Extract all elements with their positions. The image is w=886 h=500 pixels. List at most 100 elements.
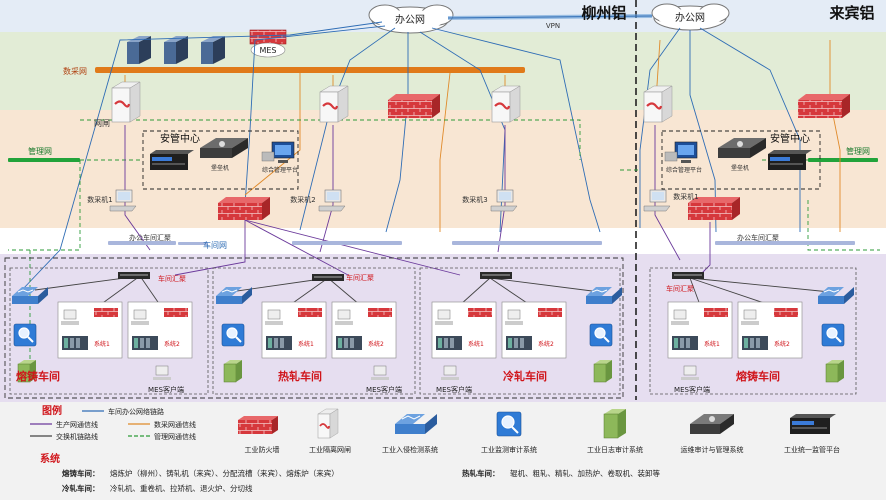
mes-server[interactable]: MES (249, 29, 287, 58)
legend-firewall-icon (238, 416, 278, 434)
console-label: 综合管理平台 (262, 166, 298, 174)
ids-switch[interactable] (818, 287, 854, 304)
systems-title: 系统 (40, 452, 60, 465)
mes-client-pc[interactable] (441, 365, 459, 380)
mes-client-pc[interactable] (371, 365, 389, 380)
mes-server-label: MES (259, 46, 276, 55)
aggregation-switch[interactable] (118, 272, 150, 279)
security-center-box-right (661, 130, 821, 190)
mini-pc (505, 309, 523, 325)
legend-ops-label: 运维审计与管理系统 (681, 445, 744, 454)
ops-audit-appliance[interactable] (718, 138, 766, 158)
system-label: 系统1 (298, 340, 314, 348)
monitoring-platform-appliance[interactable] (768, 150, 812, 170)
casting-systems-text: 熔炼炉（柳州）、铸轧机（来宾）、分配流槽（来宾）、熔炼炉（来宾） (110, 468, 339, 478)
vpn-label: VPN (546, 22, 560, 30)
firewall[interactable] (218, 197, 270, 220)
monitoring-audit-device[interactable] (821, 323, 845, 347)
data-collector-pc[interactable] (490, 189, 518, 212)
band-legend (0, 402, 886, 500)
firewall[interactable] (688, 197, 740, 220)
site-title-right: 来宾铝 (828, 4, 874, 22)
office-aggregation-label-right: 办公车间汇聚 (737, 233, 779, 242)
monitoring-audit-device[interactable] (13, 323, 37, 347)
management-net-label-right: 管理网 (846, 146, 870, 156)
collector-label-3: 数采机3 (462, 195, 487, 204)
cold-systems-text: 冷轧机、重卷机、拉矫机、退火炉、分切线 (110, 483, 253, 493)
aggregation-switch[interactable] (312, 274, 344, 281)
mini-pc (61, 309, 79, 325)
ids-switch[interactable] (12, 287, 48, 304)
data-collector-pc[interactable] (109, 189, 137, 212)
server-icon (164, 36, 188, 64)
data-collector-pc[interactable] (643, 189, 671, 212)
system-label: 系统1 (704, 340, 720, 348)
monitoring-audit-device[interactable] (589, 323, 613, 347)
legend-line-office-label: 车间办公网络链路 (108, 407, 164, 416)
system-label: 系统2 (774, 340, 790, 348)
mini-firewall (774, 308, 798, 317)
workshop-panel-casting (9, 267, 209, 395)
legend-log-icon (603, 409, 626, 439)
mes-client-pc[interactable] (153, 365, 171, 380)
log-audit-device[interactable] (223, 360, 242, 383)
office-net-label-left: 办公网 (395, 13, 425, 26)
ids-switch[interactable] (586, 287, 622, 304)
isolation-gateway[interactable] (491, 85, 521, 123)
isolation-gateway[interactable] (643, 85, 673, 123)
workshop-zone-right (649, 267, 857, 395)
mes-client-pc[interactable] (681, 365, 699, 380)
monitoring-audit-device[interactable] (221, 323, 245, 347)
collector-label-1: 数采机1 (87, 195, 112, 204)
hot-systems-label: 热轧车间： (462, 468, 500, 478)
plc-rack (742, 336, 768, 350)
systems-section: 系统 熔铸车间： 熔炼炉（柳州）、铸轧机（来宾）、分配流槽（来宾）、熔炼炉（来宾… (40, 452, 660, 493)
workstation-icon[interactable] (261, 141, 295, 163)
legend-title: 图例 (42, 404, 62, 417)
plc-rack (62, 336, 88, 350)
system-label: 系统2 (368, 340, 384, 348)
legend-audit-label: 工业监测审计系统 (481, 445, 537, 454)
ids-switch[interactable] (216, 287, 252, 304)
server-rack-group (127, 36, 225, 64)
mini-firewall (368, 308, 392, 317)
log-audit-device[interactable] (17, 360, 36, 383)
office-cloud-left: 办公网 (368, 4, 454, 34)
data-collector-pc[interactable] (318, 189, 346, 212)
plc-rack (266, 336, 292, 350)
site-title-left: 柳州铝 (581, 4, 626, 22)
log-audit-device[interactable] (593, 360, 612, 383)
office-cloud-right: 办公网 (651, 3, 730, 31)
bastion-label-right: 堡垒机 (731, 164, 749, 172)
legend-ops-icon (690, 414, 734, 434)
monitoring-platform-appliance[interactable] (150, 150, 194, 170)
system-labels: 系统1 系统2 系统1 系统2 系统1 系统2 系统1 系统2 (94, 340, 790, 348)
mini-pc (741, 309, 759, 325)
ops-audit-appliance[interactable] (200, 138, 248, 158)
workshop-net-label: 车间网 (203, 240, 227, 250)
legend-line-management-label: 管理网通信线 (154, 432, 196, 441)
isolation-gateway[interactable] (319, 85, 349, 123)
firewall[interactable] (798, 94, 850, 118)
legend-isolation-label: 工业隔离网闸 (309, 445, 351, 454)
workstation-icon[interactable] (664, 141, 698, 163)
mini-firewall (704, 308, 728, 317)
isolation-gateway[interactable] (111, 81, 141, 123)
cold-systems-label: 冷轧车间： (62, 483, 100, 493)
data-collection-bus (95, 67, 525, 73)
management-bus-right (808, 158, 878, 162)
legend-firewall-label: 工业防火墙 (245, 445, 280, 454)
mini-firewall (298, 308, 322, 317)
band-security (0, 110, 886, 228)
firewall[interactable] (388, 94, 440, 118)
console-label-right: 综合管理平台 (666, 166, 702, 174)
legend-line-switch-label: 交换机链路线 (56, 432, 98, 441)
data-net-label: 数采网 (63, 66, 87, 76)
workshop-title-casting: 熔铸车间 (16, 369, 60, 383)
aggregation-switch[interactable] (672, 272, 704, 279)
aggregation-switch[interactable] (480, 272, 512, 279)
plc-rack (672, 336, 698, 350)
plc-rack (132, 336, 158, 350)
legend-line-data-label: 数采网通信线 (154, 420, 196, 429)
log-audit-device[interactable] (825, 360, 844, 383)
